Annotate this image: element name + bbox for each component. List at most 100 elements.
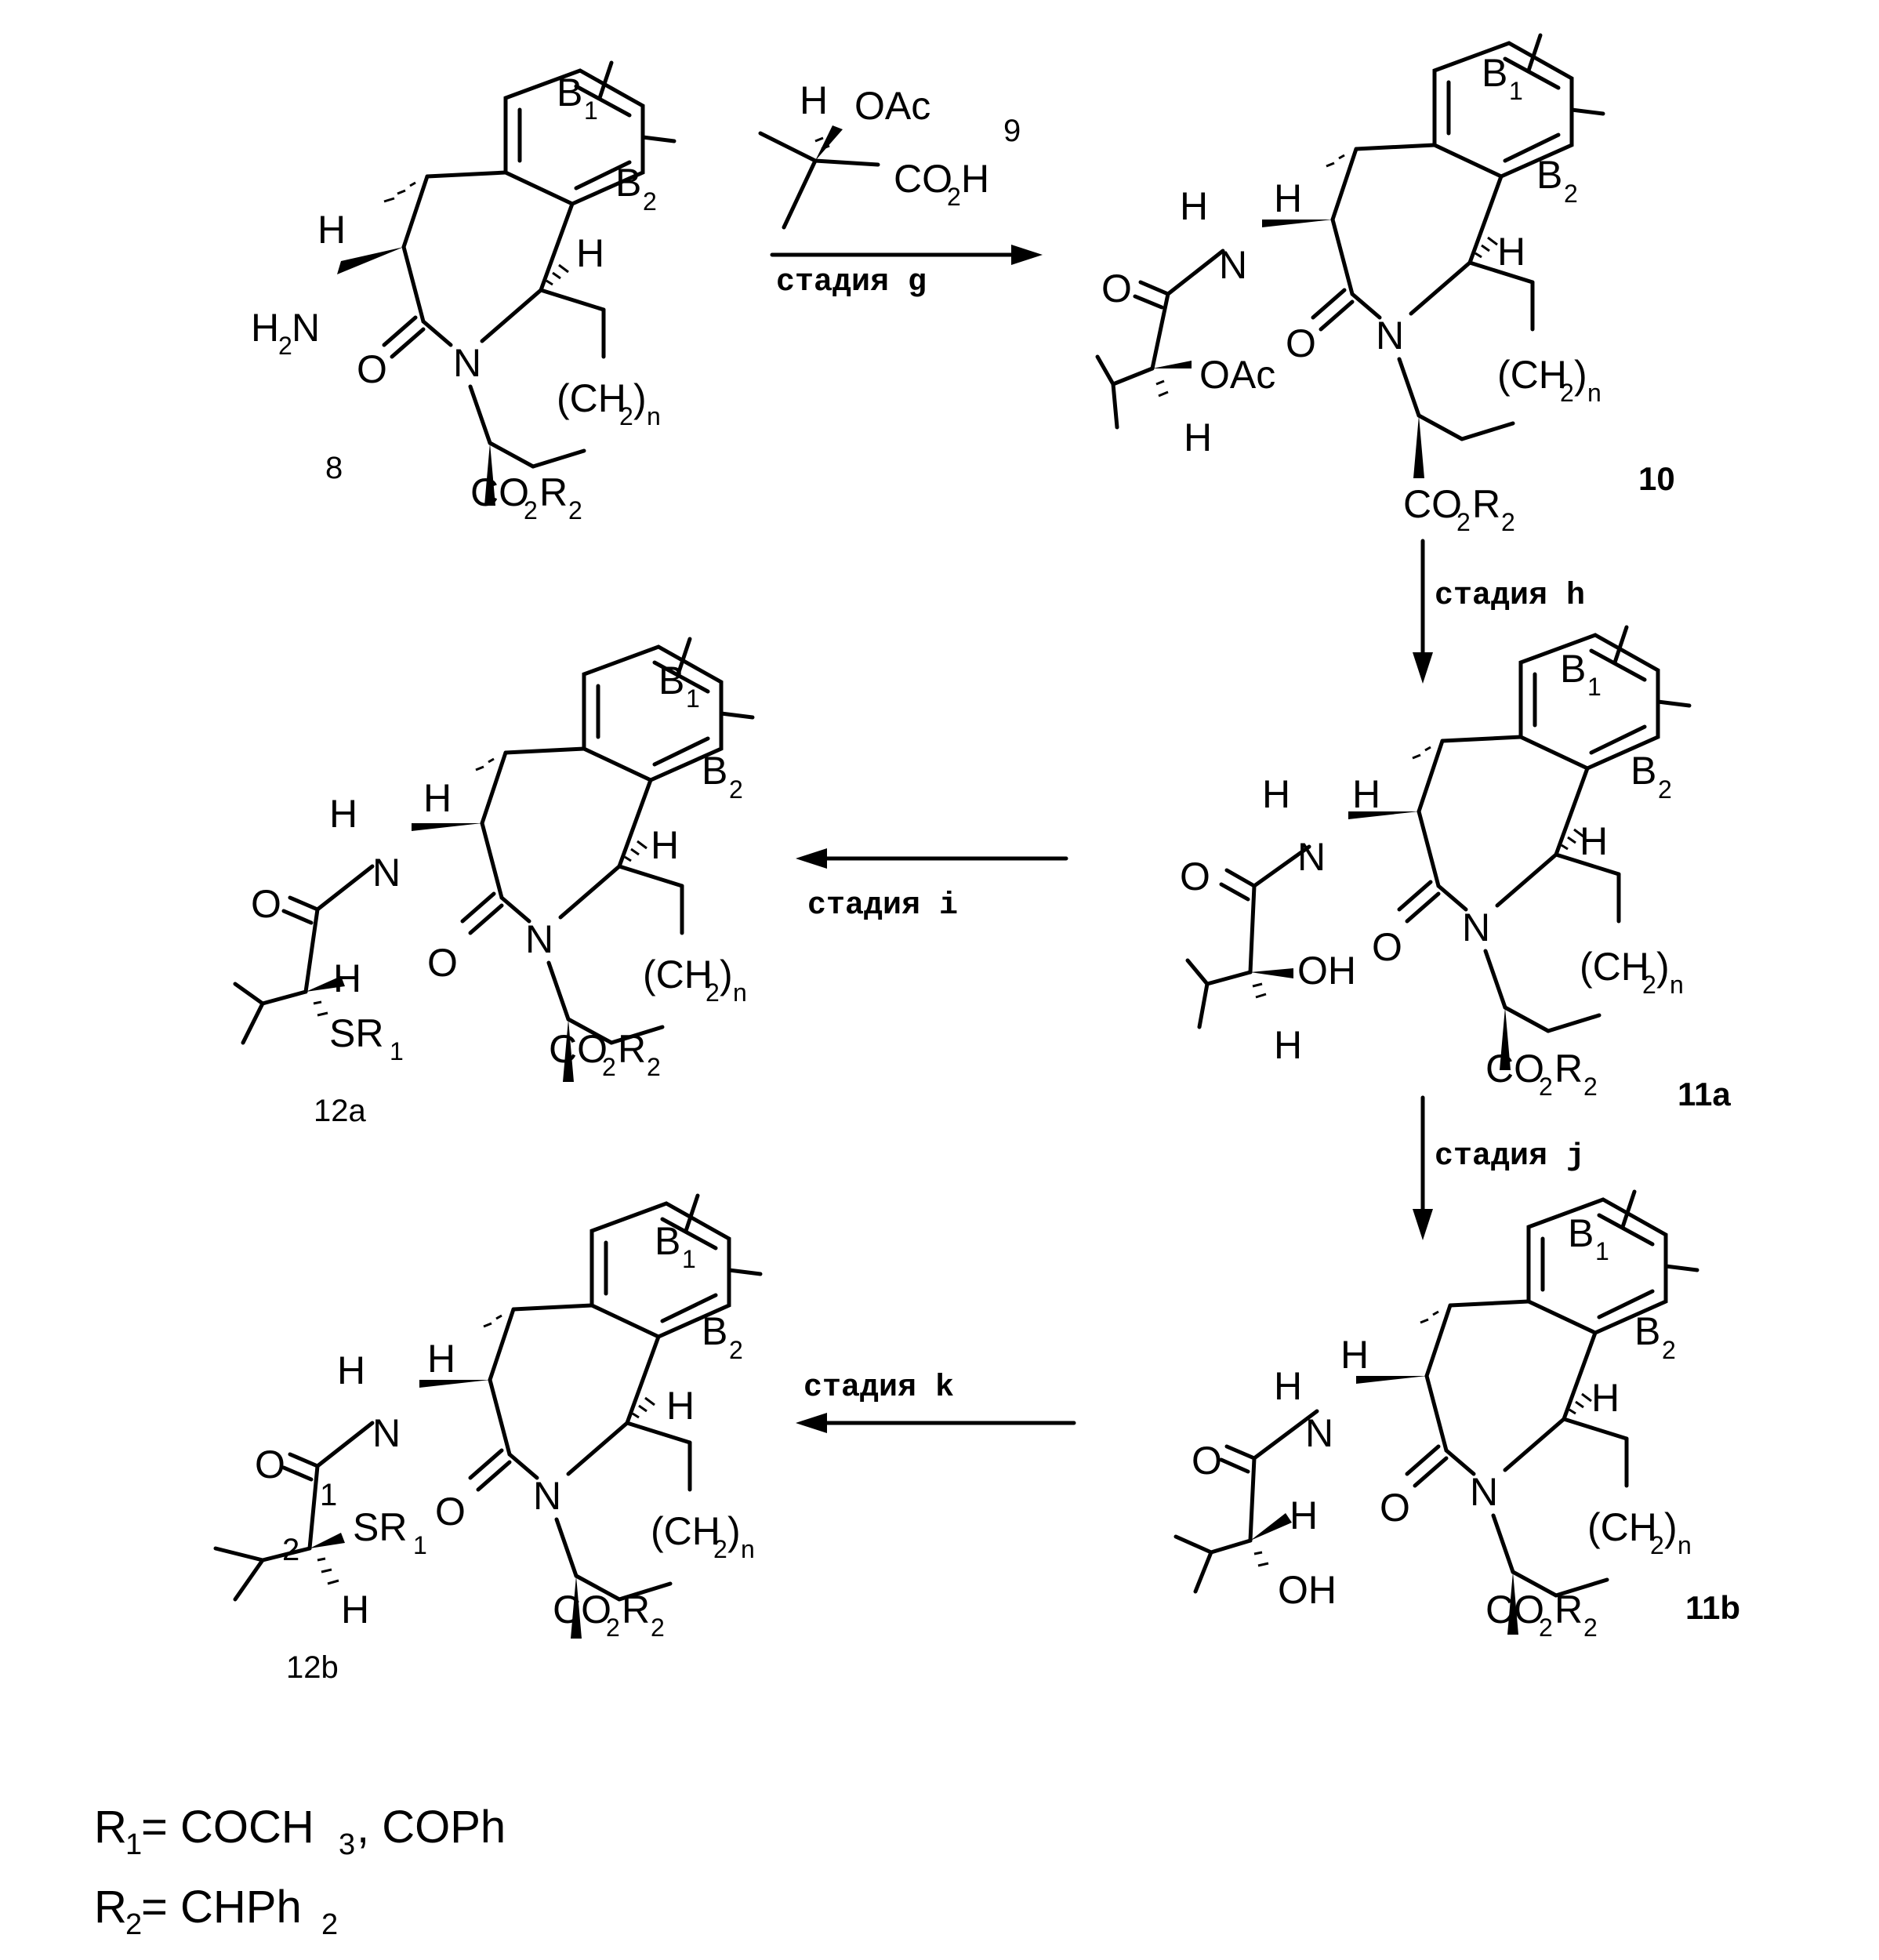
- svg-text:B: B: [1482, 51, 1507, 95]
- svg-text:2: 2: [1560, 379, 1574, 407]
- svg-text:2: 2: [321, 1908, 338, 1941]
- svg-text:SR: SR: [353, 1505, 407, 1549]
- svg-text:N: N: [525, 917, 553, 961]
- svg-text:, COPh: , COPh: [357, 1802, 506, 1853]
- compound-10-number: 10: [1638, 460, 1675, 497]
- svg-text:1: 1: [413, 1531, 427, 1559]
- svg-text:): ): [1574, 353, 1587, 397]
- svg-text:2: 2: [1501, 508, 1515, 536]
- svg-text:N: N: [372, 1411, 401, 1455]
- svg-text:): ): [633, 376, 647, 420]
- svg-text:O: O: [435, 1490, 466, 1534]
- svg-text:H: H: [961, 157, 989, 201]
- legend-r1: R 1 = COCH 3 , COPh: [94, 1802, 506, 1861]
- compound-11a-number: 11a: [1678, 1076, 1731, 1112]
- svg-text:R: R: [1554, 1047, 1583, 1091]
- svg-text:B: B: [1634, 1309, 1660, 1353]
- b2-label: B: [615, 161, 641, 205]
- svg-text:H: H: [1340, 1333, 1369, 1377]
- svg-text:2: 2: [125, 1908, 142, 1941]
- svg-text:H: H: [423, 776, 452, 820]
- svg-text:OAc: OAc: [1199, 353, 1275, 397]
- reagent-9: H OAc CO 2 H 9: [760, 78, 1021, 227]
- svg-text:2: 2: [606, 1613, 620, 1642]
- svg-text:= CHPh: = CHPh: [141, 1882, 302, 1933]
- compound-10: [1262, 35, 1603, 478]
- svg-text:N: N: [372, 851, 401, 895]
- svg-text:2: 2: [1583, 1613, 1598, 1642]
- svg-text:H: H: [251, 306, 279, 350]
- svg-text:(CH: (CH: [1580, 945, 1649, 989]
- svg-text:R: R: [622, 1588, 650, 1632]
- legend-r2: R 2 = CHPh 2: [94, 1882, 338, 1941]
- svg-text:H: H: [800, 78, 828, 122]
- svg-text:H: H: [576, 231, 604, 275]
- b1-label: B: [557, 71, 582, 114]
- svg-text:2: 2: [729, 1336, 743, 1364]
- svg-text:2: 2: [568, 496, 582, 524]
- svg-text:R: R: [94, 1802, 127, 1853]
- svg-text:H: H: [329, 792, 357, 836]
- svg-text:N: N: [453, 341, 481, 385]
- svg-text:n: n: [1670, 971, 1684, 999]
- svg-text:B: B: [655, 1219, 680, 1263]
- svg-text:R: R: [539, 470, 568, 514]
- compound-8: [337, 63, 674, 506]
- svg-text:N: N: [1305, 1411, 1333, 1455]
- svg-text:): ): [720, 953, 733, 996]
- compound-9-number: 9: [1003, 114, 1021, 148]
- svg-text:B: B: [658, 659, 684, 702]
- svg-text:H: H: [1352, 772, 1380, 816]
- svg-text:O: O: [1286, 321, 1316, 365]
- svg-text:O: O: [427, 941, 458, 985]
- svg-text:B: B: [1536, 153, 1562, 197]
- svg-text:2: 2: [602, 1053, 616, 1081]
- step-k-arrow: стадия k: [796, 1370, 1074, 1433]
- svg-text:R: R: [94, 1882, 127, 1933]
- svg-text:1: 1: [1595, 1237, 1609, 1265]
- svg-text:n: n: [1587, 379, 1602, 407]
- svg-text:): ): [1656, 945, 1670, 989]
- svg-text:): ): [727, 1509, 741, 1553]
- compound-11b-number: 11b: [1685, 1589, 1740, 1626]
- svg-text:1: 1: [125, 1828, 142, 1861]
- step-j-arrow: стадия j: [1413, 1098, 1585, 1240]
- svg-text:R: R: [1472, 482, 1500, 526]
- compound-12a-number: 12a: [314, 1094, 366, 1128]
- svg-text:1: 1: [584, 96, 598, 125]
- svg-text:O: O: [255, 1443, 285, 1486]
- svg-text:2: 2: [1658, 775, 1672, 804]
- svg-text:2: 2: [1662, 1336, 1676, 1364]
- step-g-label: стадия g: [776, 265, 927, 300]
- svg-text:n: n: [733, 978, 747, 1007]
- svg-text:2: 2: [619, 402, 633, 430]
- svg-text:O: O: [251, 882, 281, 926]
- svg-text:CO: CO: [1485, 1047, 1544, 1091]
- svg-text:O: O: [1380, 1486, 1410, 1530]
- svg-text:CO: CO: [470, 470, 529, 514]
- svg-text:1: 1: [1509, 77, 1523, 105]
- svg-text:CO: CO: [553, 1588, 611, 1632]
- compound-8-labels: B 1 B 2 H H H 2 N N O (CH 2 ) n CO 2 R 2…: [251, 71, 661, 524]
- svg-text:B: B: [1560, 647, 1586, 691]
- svg-text:H: H: [666, 1384, 695, 1428]
- svg-text:2: 2: [1564, 180, 1578, 208]
- svg-text:(CH: (CH: [1497, 353, 1567, 397]
- svg-text:2: 2: [729, 775, 743, 804]
- svg-text:2: 2: [1642, 971, 1656, 999]
- svg-text:H: H: [1497, 230, 1525, 274]
- svg-text:H: H: [1580, 819, 1608, 863]
- svg-text:2: 2: [524, 496, 538, 524]
- svg-text:H: H: [1180, 184, 1208, 228]
- compound-12b-sidechain: [216, 1423, 372, 1599]
- svg-text:1: 1: [682, 1245, 696, 1273]
- svg-text:N: N: [1376, 314, 1404, 358]
- svg-text:H: H: [317, 208, 346, 252]
- svg-text:1: 1: [390, 1037, 404, 1065]
- svg-text:3: 3: [339, 1828, 355, 1861]
- svg-text:2: 2: [1539, 1613, 1553, 1642]
- svg-text:2: 2: [1539, 1073, 1553, 1101]
- svg-text:CO: CO: [549, 1027, 608, 1071]
- svg-text:B: B: [1631, 749, 1656, 793]
